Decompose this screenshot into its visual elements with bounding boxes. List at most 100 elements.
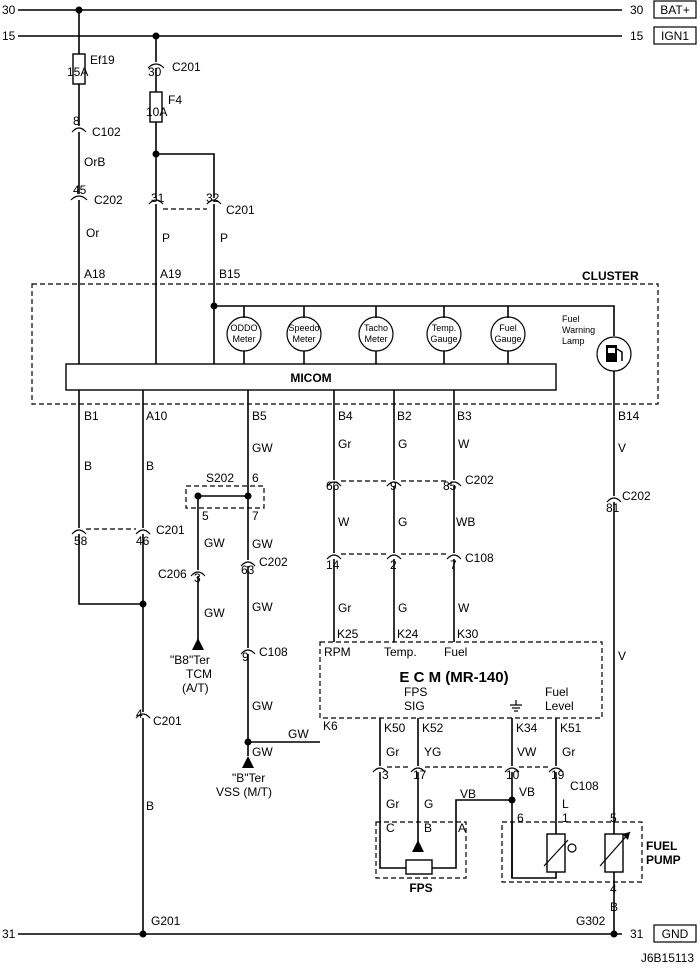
c202-top-pin: 45 <box>73 183 87 197</box>
micom-label: MICOM <box>290 371 331 385</box>
splice-s202-box <box>185 485 265 509</box>
c202-right-name: C202 <box>622 489 651 503</box>
fps-pin-a: A <box>458 821 466 835</box>
cluster: CLUSTER A18 A19 B15 ODDO Meter Speedo Me… <box>31 267 659 496</box>
gnd-rail-num-right: 31 <box>630 927 644 941</box>
pump-motor-icon <box>604 833 624 873</box>
wire-g3: G <box>398 601 407 615</box>
ecm-fuel-level-2: Level <box>545 699 574 713</box>
terminal-b3: B3 <box>457 409 472 423</box>
c201-mid-name: C201 <box>156 523 185 537</box>
wire-gw2: GW <box>204 536 225 550</box>
fuse-f4-name: F4 <box>168 93 182 107</box>
ecm-k52: K52 <box>422 721 444 735</box>
terminal-b5: B5 <box>252 409 267 423</box>
gauge-fuel: Fuel Gauge <box>490 316 526 364</box>
wire-or: Or <box>86 226 99 240</box>
gauge-tacho-meter: Tacho Meter <box>358 316 394 364</box>
terminal-b1: B1 <box>84 409 99 423</box>
fps-label: FPS <box>409 881 432 895</box>
wire-gw5: GW <box>252 600 273 614</box>
float-icon <box>567 843 577 853</box>
tcm-label-2: TCM <box>186 667 212 681</box>
c108-low-name: C108 <box>570 779 599 793</box>
wire-gw1: GW <box>252 441 273 455</box>
figure-id: J6B15113 <box>641 951 694 965</box>
left-feed-circuit: Ef19 15A 8 C102 OrB 45 C202 Or <box>67 6 123 364</box>
c108-vss-pin: 9 <box>242 650 249 664</box>
c108-mid-name: C108 <box>465 551 494 565</box>
wire-gw6: GW <box>252 699 273 713</box>
wire-p2: P <box>220 231 228 245</box>
fps-pin-b: B <box>424 821 432 835</box>
gnd-rail-num-left: 31 <box>2 927 16 941</box>
ecm-fps-sig-2: SIG <box>404 699 425 713</box>
c202-mid-name: C202 <box>465 473 494 487</box>
wire-gw3: GW <box>204 606 225 620</box>
svg-text:Warning: Warning <box>562 325 595 335</box>
fuse-ef19-name: Ef19 <box>90 53 115 67</box>
wire-orb: OrB <box>84 155 105 169</box>
bat-rail: 30 30 BAT+ <box>2 0 697 19</box>
splice-s202-pin-b: 7 <box>252 509 259 523</box>
tcm-label-1: "B8"Ter <box>170 653 210 667</box>
fuel-pump-pin1: 1 <box>562 811 569 825</box>
wire-vb1: VB <box>460 787 476 801</box>
wire-b-left1: B <box>84 459 92 473</box>
bat-rail-num-right: 30 <box>630 3 644 17</box>
c202-vss-name: C202 <box>259 555 288 569</box>
ign-rail-num-left: 15 <box>2 29 16 43</box>
c201-pair-pin-a: 31 <box>151 191 165 205</box>
c108-mid-pin-a: 14 <box>326 558 340 572</box>
ign-rail-label: IGN1 <box>661 29 689 43</box>
ecm-k24: K24 <box>397 627 419 641</box>
gauge-oddo-meter: ODDO Meter <box>226 316 262 364</box>
ecm-fuel-level-1: Fuel <box>545 685 568 699</box>
wire-w1: W <box>458 437 470 451</box>
ecm-fps-sig-1: FPS <box>404 685 427 699</box>
c108-low-pin-b: 17 <box>413 768 427 782</box>
c108-low-pin-a: 3 <box>382 768 389 782</box>
wire-gr4: Gr <box>562 745 575 759</box>
terminal-a19: A19 <box>160 267 182 281</box>
wire-b-left2: B <box>146 459 154 473</box>
wire-v2: V <box>618 649 626 663</box>
ecm-fuel: Fuel <box>444 645 467 659</box>
c202-top-name: C202 <box>94 193 123 207</box>
potentiometer-icon <box>405 859 433 875</box>
ecm-module: K25 K24 K30 RPM Temp. Fuel E C M (MR-140… <box>319 627 603 735</box>
c202-right-pin: 81 <box>606 501 620 515</box>
wire-g-fps: G <box>424 797 433 811</box>
ecm-temp: Temp. <box>384 645 417 659</box>
terminal-arrow-icon <box>242 756 254 768</box>
ign-rail-num-right: 15 <box>630 29 644 43</box>
terminal-arrow-icon <box>192 638 204 650</box>
ecm-k6: K6 <box>323 719 338 733</box>
wire-w2: W <box>338 515 350 529</box>
terminal-b4: B4 <box>338 409 353 423</box>
svg-text:Tacho: Tacho <box>364 323 388 333</box>
c108-low-pin-c: 10 <box>506 768 520 782</box>
wiper-arrow-icon <box>412 840 424 852</box>
micom-block <box>65 363 557 391</box>
gauge-temp: Temp. Gauge <box>426 316 462 364</box>
vss-label-2: VSS (M/T) <box>216 785 272 799</box>
fuel-pump-pin6: 6 <box>517 811 524 825</box>
splice-s202-pin-a: 5 <box>202 509 209 523</box>
fuel-pump-pin4: 4 <box>610 882 617 896</box>
terminal-a18: A18 <box>84 267 106 281</box>
ecm-title: E C M (MR-140) <box>399 669 508 686</box>
bat-rail-num-left: 30 <box>2 3 16 17</box>
wire-b-pump: B <box>610 900 618 914</box>
svg-text:Fuel: Fuel <box>499 323 517 333</box>
c206-name: C206 <box>158 567 187 581</box>
tcm-label-3: (A/T) <box>182 681 209 695</box>
wire-vw: VW <box>517 745 537 759</box>
svg-text:ODDO: ODDO <box>231 323 258 333</box>
wire-gw7: GW <box>288 727 309 741</box>
c201-top-pin: 30 <box>148 65 162 79</box>
wire-wb: WB <box>456 515 475 529</box>
ecm-k50: K50 <box>384 721 406 735</box>
wire-v1: V <box>618 441 626 455</box>
